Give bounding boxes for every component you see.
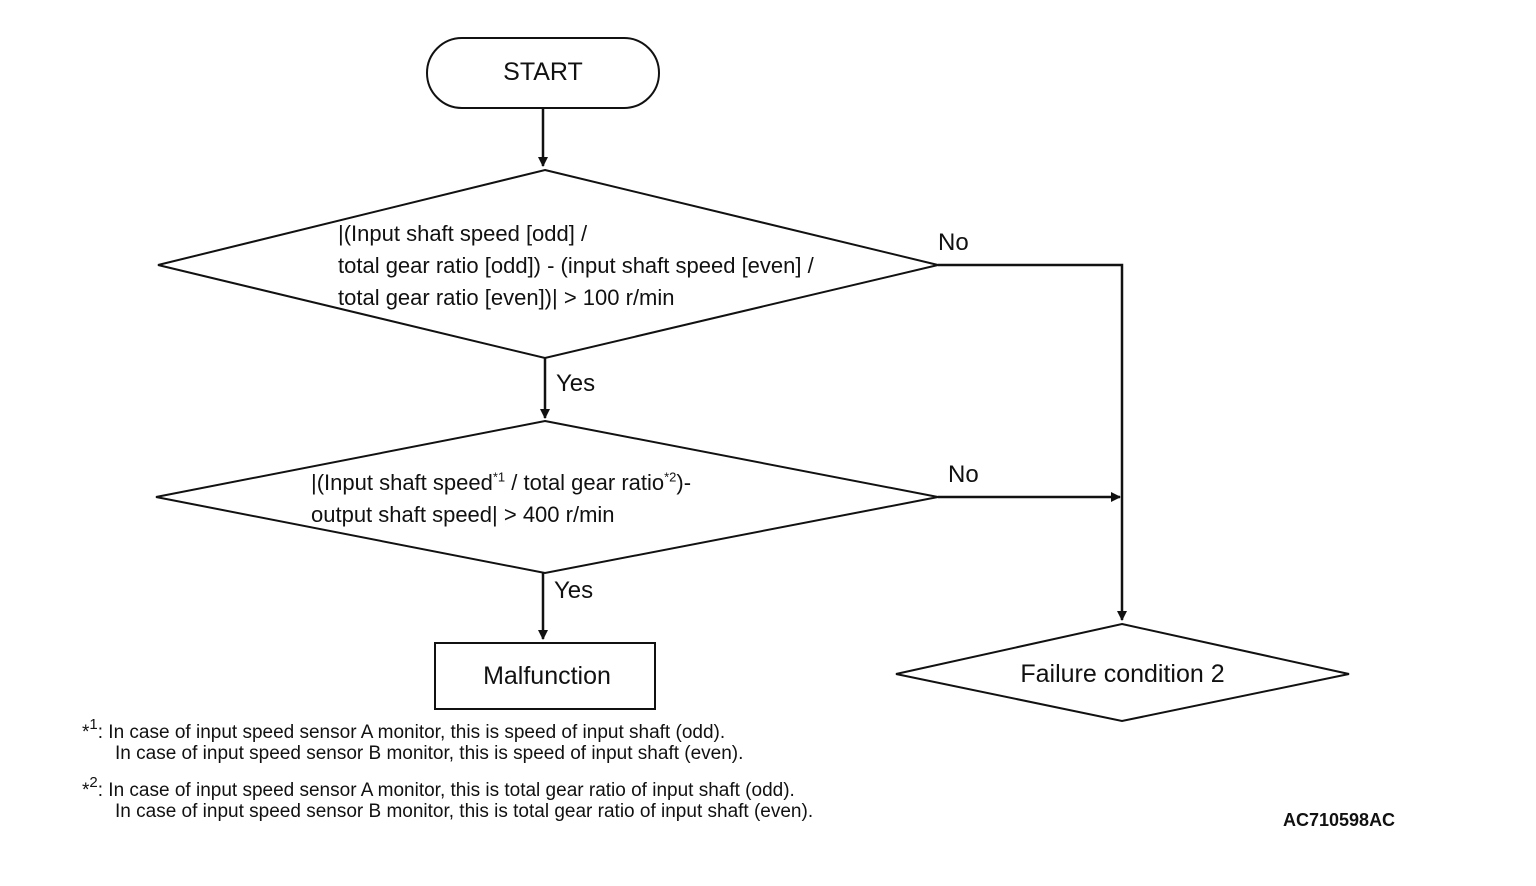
failure-condition-diamond — [895, 622, 1350, 723]
cond2-no-label: No — [948, 461, 979, 488]
cond2-yes-label: Yes — [554, 577, 594, 604]
footnote-1-line-2: In case of input speed sensor B monitor,… — [115, 743, 744, 764]
decision-2-line-1: |(Input shaft speed*1 / total gear ratio… — [311, 469, 692, 495]
cond1-no-label: No — [938, 229, 969, 256]
decision-2-diamond — [155, 419, 939, 575]
footnote-2: *2: In case of input speed sensor A moni… — [82, 773, 814, 822]
decision-1-text: |(Input shaft speed [odd] / total gear r… — [338, 218, 814, 314]
footnote-2-line-1: *2: In case of input speed sensor A moni… — [82, 773, 795, 801]
decision-1-line-2: total gear ratio [odd]) - (input shaft s… — [338, 253, 814, 278]
malfunction-label: Malfunction — [483, 662, 611, 690]
start-label: START — [503, 58, 583, 86]
connector-cond1-no — [938, 263, 1127, 621]
decision-2-text: |(Input shaft speed*1 / total gear ratio… — [311, 467, 691, 531]
footnote-2-line-2: In case of input speed sensor B monitor,… — [115, 801, 814, 822]
footnote-1: *1: In case of input speed sensor A moni… — [82, 715, 744, 764]
decision-2-line-2: output shaft speed| > 400 r/min — [311, 502, 615, 527]
cond1-yes-label: Yes — [556, 370, 596, 397]
decision-1-line-3: total gear ratio [even])| > 100 r/min — [338, 285, 675, 310]
decision-1-line-1: |(Input shaft speed [odd] / — [338, 221, 588, 246]
figure-code: AC710598AC — [1283, 810, 1396, 830]
failure-condition-label: Failure condition 2 — [1020, 660, 1225, 688]
footnote-1-line-1: *1: In case of input speed sensor A moni… — [82, 715, 726, 743]
malfunction-box — [434, 642, 656, 710]
